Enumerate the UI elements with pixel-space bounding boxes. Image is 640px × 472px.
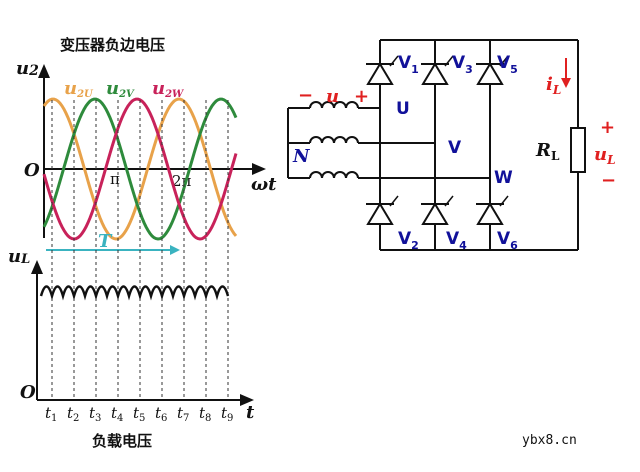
phase-u2w-label: u2W — [152, 78, 185, 100]
node-w-label: W — [494, 168, 513, 188]
u2-axis-label: u2 — [16, 58, 39, 79]
transformer-secondary-voltage-title: 变压器负边电压 — [60, 36, 165, 54]
three-phase-bridge-circuit: V1 V3 V5 V2 V4 V6 U V W N − u + iL RL + … — [287, 39, 616, 252]
u2-axis-arrow — [38, 64, 50, 78]
time-label-t6: t6 — [155, 404, 167, 424]
time-label-t4: t4 — [111, 404, 123, 424]
load-voltage-ripple-curve — [39, 285, 230, 301]
load-voltage-title: 负载电压 — [92, 432, 152, 450]
waveform-origin-label: O — [24, 160, 40, 181]
label-v4: V4 — [446, 229, 467, 252]
t-axis-arrow — [240, 394, 254, 406]
label-v2: V2 — [398, 229, 419, 252]
load-origin-label: O — [20, 382, 36, 403]
winding-plus-sign: + — [354, 86, 369, 107]
thyristor-v1 — [366, 55, 399, 85]
t-axis-label: t — [246, 402, 255, 423]
phase-u2v-label: u2V — [106, 78, 135, 100]
time-tick-labels: t1 t2 t3 t4 t5 t6 t7 t8 t9 — [45, 404, 233, 424]
winding-minus-sign: − — [298, 85, 313, 106]
load-voltage-minus: − — [601, 170, 616, 191]
thyristor-v5 — [476, 55, 509, 85]
load-voltage-graph: uL O t t1 t2 t3 t4 t5 t6 t7 t8 t9 — [8, 246, 255, 424]
load-voltage-label: uL — [594, 144, 616, 167]
label-v5: V5 — [497, 53, 518, 76]
winding-u — [309, 101, 359, 109]
node-v-label: V — [448, 138, 462, 158]
label-v1: V1 — [398, 53, 419, 76]
omega-t-axis-arrow — [252, 163, 266, 175]
phase-u2u-curve — [42, 97, 238, 241]
three-phase-waveform-graph: u2 O ωt π 2π u2U u2V u2W T — [16, 58, 277, 255]
label-v3: V3 — [452, 53, 473, 76]
time-guide-lines — [51, 100, 229, 400]
phase-u2u-label: u2U — [64, 78, 94, 100]
phase-u2v-curve — [42, 97, 238, 241]
ul-axis-label: uL — [8, 246, 30, 267]
phase-u2w-curve — [42, 97, 238, 241]
ul-axis-arrow — [31, 260, 43, 274]
time-label-t2: t2 — [67, 404, 79, 424]
time-label-t3: t3 — [89, 404, 101, 424]
thyristor-v2 — [366, 195, 399, 225]
node-u-label: U — [396, 99, 410, 119]
load-voltage-plus: + — [600, 117, 615, 138]
winding-voltage-label: u — [326, 86, 339, 107]
time-label-t9: t9 — [221, 404, 233, 424]
load-resistor — [570, 127, 586, 173]
omega-t-axis-label: ωt — [251, 174, 277, 195]
pi-tick-label: π — [110, 170, 120, 188]
time-label-t7: t7 — [177, 404, 189, 424]
thyristor-v4 — [421, 195, 454, 225]
load-current-label: iL — [546, 74, 561, 97]
winding-w — [309, 171, 359, 179]
time-label-t8: t8 — [199, 404, 211, 424]
period-label: T — [98, 231, 113, 252]
period-marker-arrow — [170, 245, 180, 255]
neutral-label: N — [292, 146, 311, 167]
thyristor-v3 — [421, 55, 454, 85]
label-v6: V6 — [497, 229, 518, 252]
load-resistor-label: RL — [535, 140, 560, 163]
thyristor-v6 — [476, 195, 509, 225]
time-label-t1: t1 — [45, 404, 57, 424]
time-label-t5: t5 — [133, 404, 145, 424]
load-current-arrow-head — [561, 78, 571, 88]
winding-v — [309, 136, 359, 144]
watermark: ybx8.cn — [522, 433, 577, 448]
